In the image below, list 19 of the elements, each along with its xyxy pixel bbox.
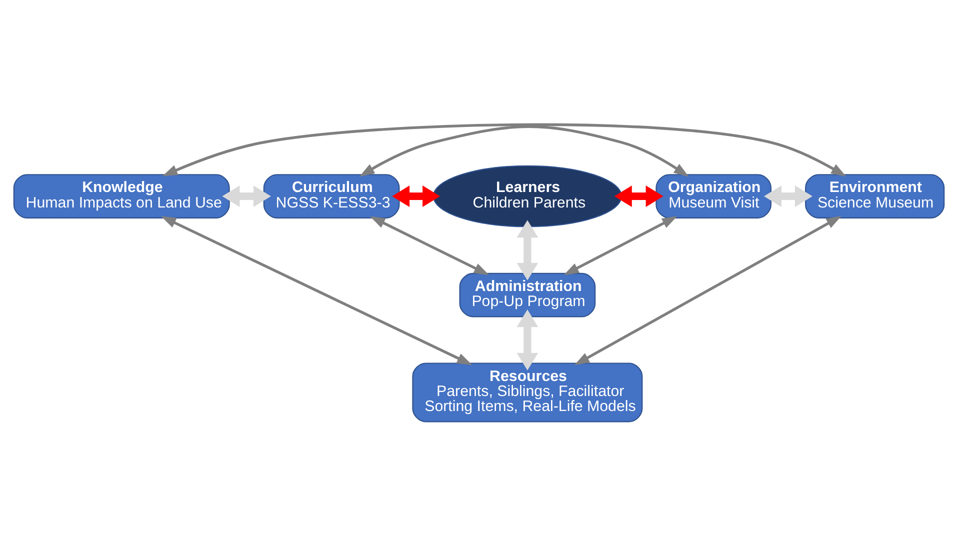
arrow <box>563 216 677 276</box>
arrow <box>222 186 270 207</box>
node-box: Administration Pop-Up Program <box>458 272 596 318</box>
arrow <box>160 216 472 365</box>
arrow <box>358 125 688 177</box>
arrow <box>763 186 812 207</box>
arrow <box>614 186 663 207</box>
node-box: Knowledge Human Impacts on Land Use <box>12 174 230 218</box>
arrow <box>369 216 489 276</box>
arrow <box>516 310 538 370</box>
node-box: Resources Parents, Siblings, Facilitator Sorting Items, Real-Life Models <box>412 362 642 422</box>
node-box: Organization Museum Visit <box>655 174 771 218</box>
arrow <box>516 220 538 280</box>
node-ellipse: Learners Children Parents <box>432 165 622 228</box>
arrow <box>162 123 846 177</box>
node-box: Curriculum NGSS K-ESS3-3 <box>262 174 400 218</box>
node-box: Environment Science Museum <box>804 174 944 218</box>
arrow <box>574 216 842 366</box>
arrow <box>392 186 440 207</box>
